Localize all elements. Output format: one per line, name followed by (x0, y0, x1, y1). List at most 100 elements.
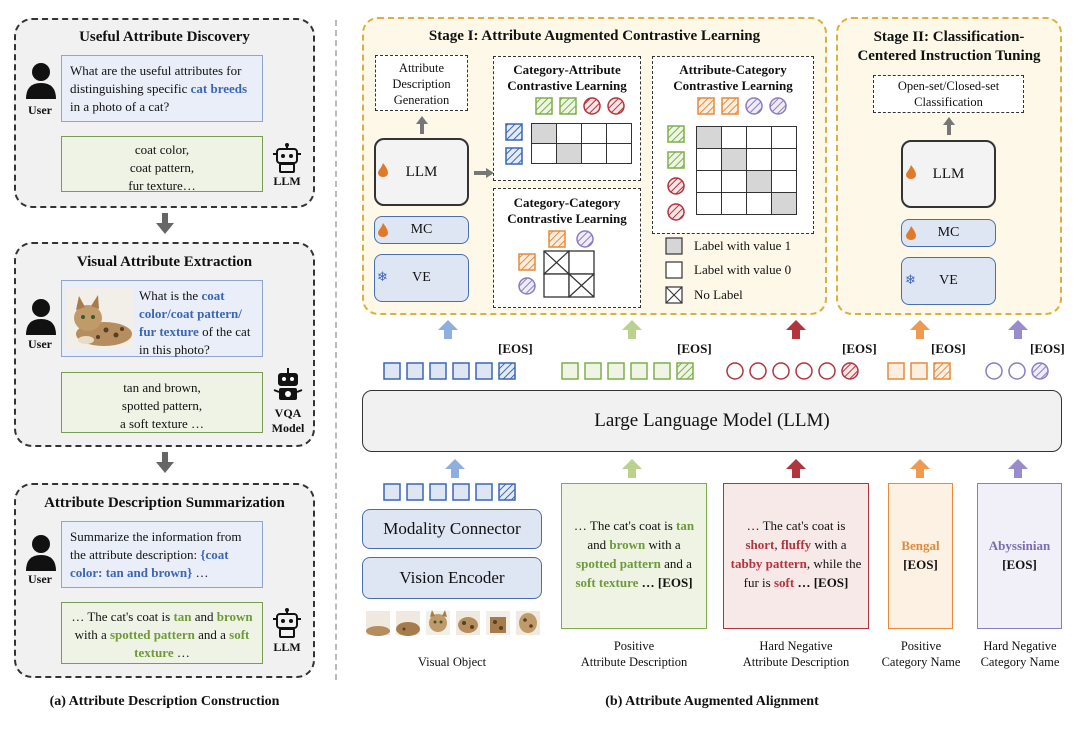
box-line: Generation (393, 93, 450, 107)
extraction-title: Visual Attribute Extraction (76, 254, 253, 270)
title-line: Contrastive Learning (507, 78, 627, 93)
category-category-tokens (518, 230, 595, 298)
category-attribute-grid (531, 123, 632, 164)
desc-text: with a (645, 537, 681, 552)
flame-icon (906, 226, 916, 240)
visual-object-label: Visual Object (417, 655, 487, 669)
positive-category-label: Positive Category Name (880, 638, 962, 670)
stage-input-arrows (438, 320, 1028, 339)
stage1-ve-box: VE (374, 254, 469, 302)
down-arrow-icon (156, 452, 174, 474)
ve-text: VE (412, 270, 431, 285)
column-separator (335, 20, 337, 680)
ve-text: VE (939, 273, 958, 288)
answer-text: … (173, 645, 190, 660)
eos-label: [EOS] (498, 341, 533, 356)
down-arrow-icon (156, 213, 174, 235)
legend-label-value-0: Label with value 0 (694, 262, 792, 277)
up-arrow-blue (438, 320, 458, 339)
answer-text: and (191, 609, 217, 624)
answer-highlight: brown (216, 609, 253, 624)
question-text: Summarize the information from the attri… (70, 529, 242, 562)
label-line: Attribute Description (742, 655, 850, 669)
caption-b: (b) Attribute Augmented Alignment (605, 694, 819, 709)
summarization-answer: … The cat's coat is tan and brown with a… (61, 602, 263, 664)
mc-text: MC (937, 225, 960, 240)
llm-label: LLM (273, 174, 301, 188)
modality-connector-box: Modality Connector (362, 509, 542, 549)
user-icon (24, 62, 58, 100)
task-line: Classification (914, 95, 983, 109)
positive-attribute-description: … The cat's coat is tan and brown with a… (561, 483, 707, 629)
caption-a: (a) Attribute Description Construction (49, 694, 280, 709)
discovery-answer: coat color, coat pattern, fur texture… (61, 136, 263, 193)
question-highlight: {coat color: tan and brown} (70, 547, 229, 580)
label-line: Attribute Description (580, 655, 688, 669)
desc-text: … The cat's coat is (573, 518, 677, 533)
ve-label: Vision Encoder (399, 568, 505, 587)
desc-highlight: soft (773, 575, 795, 590)
user-icon (24, 534, 58, 572)
output-token-row (383, 362, 1049, 380)
answer-text: and a (194, 627, 230, 642)
attribute-description-generation-box: Attribute Description Generation (375, 55, 468, 111)
title-line: Stage II: Classification- (873, 29, 1025, 45)
robot-icon (271, 143, 303, 173)
label-line: Positive (613, 639, 655, 653)
desc-text: with a (811, 537, 847, 552)
desc-highlight: soft texture (575, 575, 639, 590)
eos-text: [EOS] (903, 557, 938, 572)
answer-highlight: soft texture (134, 627, 250, 660)
attribute-category-grid (696, 126, 797, 215)
hard-negative-attribute-description: … The cat's coat is short, fluffy with a… (723, 483, 869, 629)
legend-no-label: No Label (694, 287, 743, 302)
answer-line: a soft texture … (119, 416, 205, 431)
answer-highlight: tan (173, 609, 192, 624)
eos-label: [EOS] (677, 341, 712, 356)
hard-negative-attribute-label: Hard Negative Attribute Description (712, 638, 880, 670)
answer-highlight: spotted pattern (110, 627, 195, 642)
category-attribute-tokens (505, 97, 625, 165)
hard-negative-category-label: Hard Negative Category Name (970, 638, 1070, 670)
llm-bar-text: Large Language Model (LLM) (594, 410, 830, 431)
legend-label-value-1: Label with value 1 (694, 238, 792, 253)
vision-encoder-box: Vision Encoder (362, 557, 542, 599)
category-name: Abyssinian (988, 538, 1051, 553)
question-highlight: cat breeds (190, 81, 248, 96)
desc-highlight: spotted pattern (576, 556, 661, 571)
question-text-end: of the cat in this photo? (139, 324, 251, 357)
flame-icon (906, 165, 916, 179)
title-line: Category-Attribute (513, 62, 621, 77)
llm-bar: Large Language Model (LLM) (362, 390, 1062, 452)
stage1-llm-box: LLM (374, 138, 469, 206)
title-line: Centered Instruction Tuning (857, 48, 1041, 64)
image-patches (366, 610, 540, 636)
flame-icon (378, 223, 388, 237)
desc-text: … The cat's coat is (746, 518, 846, 533)
label-line: Positive (900, 639, 942, 653)
answer-text: with a (74, 627, 110, 642)
vqa-label: VQA (274, 406, 302, 420)
eos-label: [EOS] (842, 341, 877, 356)
legend-swatches (665, 237, 683, 304)
positive-category-box: Bengal [EOS] (888, 483, 953, 629)
stage-1-title: Stage I: Attribute Augmented Contrastive… (428, 28, 761, 44)
up-arrow-red (786, 459, 806, 478)
up-arrow-purple (1008, 459, 1028, 478)
up-arrow-blue (445, 459, 465, 478)
visual-token-row (383, 483, 516, 501)
answer-line: fur texture… (128, 178, 196, 193)
summarization-question: Summarize the information from the attri… (61, 521, 263, 588)
up-arrow-purple (1008, 320, 1028, 339)
model-label: Model (271, 421, 305, 435)
up-arrow-green (622, 459, 642, 478)
attribute-category-title: Attribute-Category Contrastive Learning (652, 62, 814, 94)
flame-icon (378, 163, 388, 177)
answer-line: spotted pattern, (121, 398, 203, 413)
label-line: Category Name (980, 655, 1060, 669)
stage-2-title: Stage II: Classification- Centered Instr… (836, 28, 1062, 66)
eos-label: [EOS] (1030, 341, 1065, 356)
answer-text: … The cat's coat is (71, 609, 174, 624)
category-name: Bengal (901, 538, 940, 553)
llm-text: LLM (932, 165, 965, 182)
